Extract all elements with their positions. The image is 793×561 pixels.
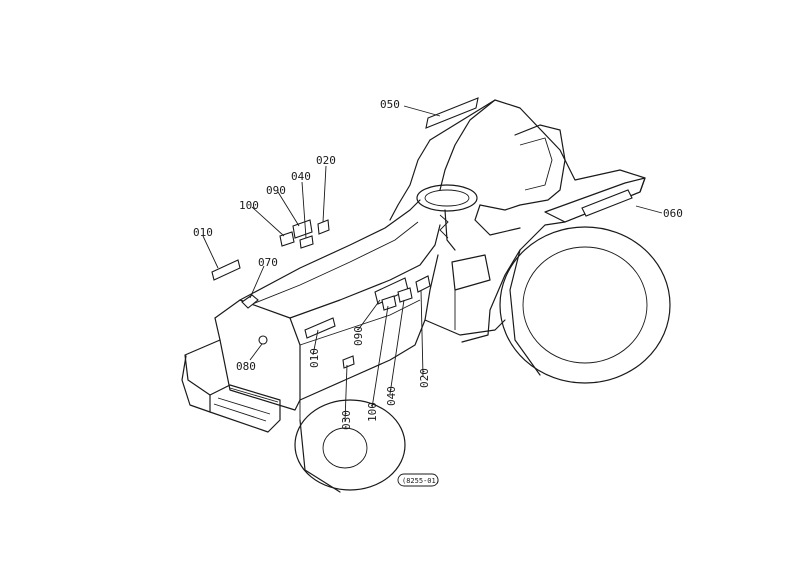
callout-040-top: 040 [291,170,311,183]
callout-010-top: 010 [193,226,213,239]
callout-060: 060 [663,207,683,220]
callout-030: 030 [340,410,353,430]
decal-010-hood [304,317,336,339]
decal-090-loose [292,219,313,239]
decal-100-side [381,295,397,311]
callout-100-top: 100 [239,199,259,212]
callout-070: 070 [258,256,278,269]
callout-050: 050 [380,98,400,111]
tractor-outline [181,99,671,493]
callout-labels: 050 020 040 090 100 010 070 060 080 010 … [193,98,683,430]
callout-090-top: 090 [266,184,286,197]
callout-020-side: 020 [418,368,431,388]
callout-040-side: 040 [385,386,398,406]
decal-020-loose [317,219,330,235]
decal-040-loose [299,235,314,249]
leader-lines [202,105,663,423]
callout-090-side: 090 [352,326,365,346]
callout-010-side: 010 [308,348,321,368]
callout-020-top: 020 [316,154,336,167]
decal-050 [425,97,479,129]
decal-060 [581,189,633,217]
reference-stamp: (8255-01) [397,473,440,487]
cap-080 [258,335,268,345]
decals [211,97,633,369]
decal-070 [241,294,259,309]
decal-010-loose [211,259,241,281]
decal-020-side [415,275,431,293]
decal-030 [342,355,355,369]
callout-100-side: 100 [366,402,379,422]
callout-080: 080 [236,360,256,373]
decal-040-side [397,287,413,303]
reference-code: (8255-01) [402,477,440,485]
